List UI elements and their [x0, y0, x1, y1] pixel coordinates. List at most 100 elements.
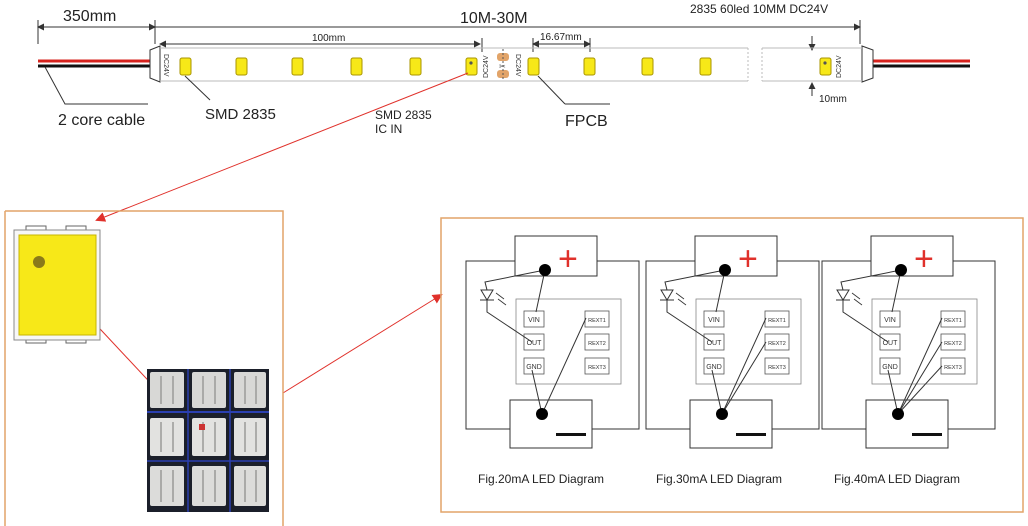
chip-pin-label: OUT: [707, 340, 723, 347]
scissors-icon: ✂: [499, 62, 506, 71]
chip-pin-label: REXT2: [944, 341, 962, 347]
positive-terminal-box: [694, 235, 778, 277]
chip-pin: [764, 357, 790, 375]
chip-pin-label: REXT3: [768, 365, 786, 371]
wire: [721, 341, 767, 415]
chip-pin-label: GND: [882, 364, 898, 371]
strip-led: [583, 57, 596, 76]
wire: [721, 317, 767, 415]
ic-label-line1: SMD 2835: [375, 108, 432, 122]
chip-pin-label: VIN: [528, 317, 540, 324]
chip-pin: [940, 357, 966, 375]
vcc-node: [719, 264, 731, 276]
chip-pin: [703, 333, 725, 351]
chip-pin-label: OUT: [883, 340, 899, 347]
smd-2835-package: [13, 225, 101, 344]
led-diode-icon: [836, 289, 850, 301]
led-diagrams-panel: [440, 217, 1024, 513]
led-pitch-label: 16.67mm: [540, 32, 582, 43]
wire: [715, 269, 726, 313]
minus-icon: [556, 433, 586, 436]
led-macro-photo: [147, 369, 269, 512]
wire: [541, 317, 587, 415]
strip-width-label: 10mm: [819, 94, 847, 105]
gnd-node: [716, 408, 728, 420]
strip-led: [291, 57, 304, 76]
wire: [840, 269, 902, 291]
chip-pin-label: REXT1: [944, 318, 962, 324]
wire: [664, 269, 726, 291]
voltage-mark: DC24V: [836, 55, 843, 78]
wire: [897, 365, 943, 415]
light-emission-mark: [675, 292, 685, 300]
chip-pin: [703, 310, 725, 328]
chip-pin: [764, 333, 790, 351]
chip-pin-label: REXT2: [768, 341, 786, 347]
zoom-arrow: [95, 72, 469, 222]
strip-led: [465, 57, 478, 76]
figure-caption-30ma: Fig.30mA LED Diagram: [656, 472, 782, 486]
minus-icon: [912, 433, 942, 436]
light-emission-mark: [677, 298, 687, 306]
segment-length-label: 100mm: [312, 33, 345, 44]
chip-pin-label: VIN: [708, 317, 720, 324]
wire: [897, 317, 943, 415]
chip-pin-label: OUT: [527, 340, 543, 347]
chip-pin: [584, 357, 610, 375]
wire: [535, 269, 546, 313]
minus-icon: [736, 433, 766, 436]
wire: [711, 369, 723, 415]
chip-pin: [523, 333, 545, 351]
chip-pin-label: REXT1: [588, 318, 606, 324]
strip-leds: [179, 57, 832, 76]
leader-lines: [44, 66, 610, 105]
chip-pin: [584, 333, 610, 351]
wire: [531, 369, 543, 415]
cable-left: [38, 59, 150, 68]
figure-caption-20ma: Fig.20mA LED Diagram: [478, 472, 604, 486]
led-strip: [160, 47, 862, 82]
negative-terminal-box: [689, 399, 773, 449]
chip-pin-label: REXT2: [588, 341, 606, 347]
strip-led: [409, 57, 422, 76]
wire: [897, 341, 943, 415]
strip-led: [699, 57, 712, 76]
figure-caption-40ma: Fig.40mA LED Diagram: [834, 472, 960, 486]
strip-led: [179, 57, 192, 76]
led-diode-icon: [660, 289, 674, 301]
vcc-node: [539, 264, 551, 276]
negative-terminal-box: [509, 399, 593, 449]
plus-icon: +: [738, 240, 758, 278]
voltage-mark: DC24V: [514, 54, 521, 77]
voltage-mark: DC24V: [162, 54, 169, 77]
light-emission-mark: [851, 292, 861, 300]
vcc-node: [895, 264, 907, 276]
wire: [666, 300, 713, 343]
chip-pin-label: VIN: [884, 317, 896, 324]
wire: [887, 369, 899, 415]
zoom-arrow: [282, 293, 443, 394]
positive-terminal-box: [514, 235, 598, 277]
fpcb-label: FPCB: [565, 113, 608, 130]
chip-pin: [940, 333, 966, 351]
ic-label-line2: IC IN: [375, 122, 402, 136]
wire: [842, 300, 889, 343]
cable-right: [873, 59, 970, 68]
chip-pin-label: REXT3: [588, 365, 606, 371]
chip-pin: [879, 357, 901, 375]
wire: [891, 269, 902, 313]
lead-length-label: 350mm: [63, 8, 116, 25]
plus-icon: +: [558, 240, 578, 278]
led-closeup-panel: [4, 210, 284, 526]
cut-point: ✂: [497, 49, 509, 80]
strip-led: [527, 57, 540, 76]
strip-led: [350, 57, 363, 76]
chip-pin-label: GND: [706, 364, 722, 371]
led-diode-icon: [480, 289, 494, 301]
strip-length-label: 10M-30M: [460, 10, 528, 27]
